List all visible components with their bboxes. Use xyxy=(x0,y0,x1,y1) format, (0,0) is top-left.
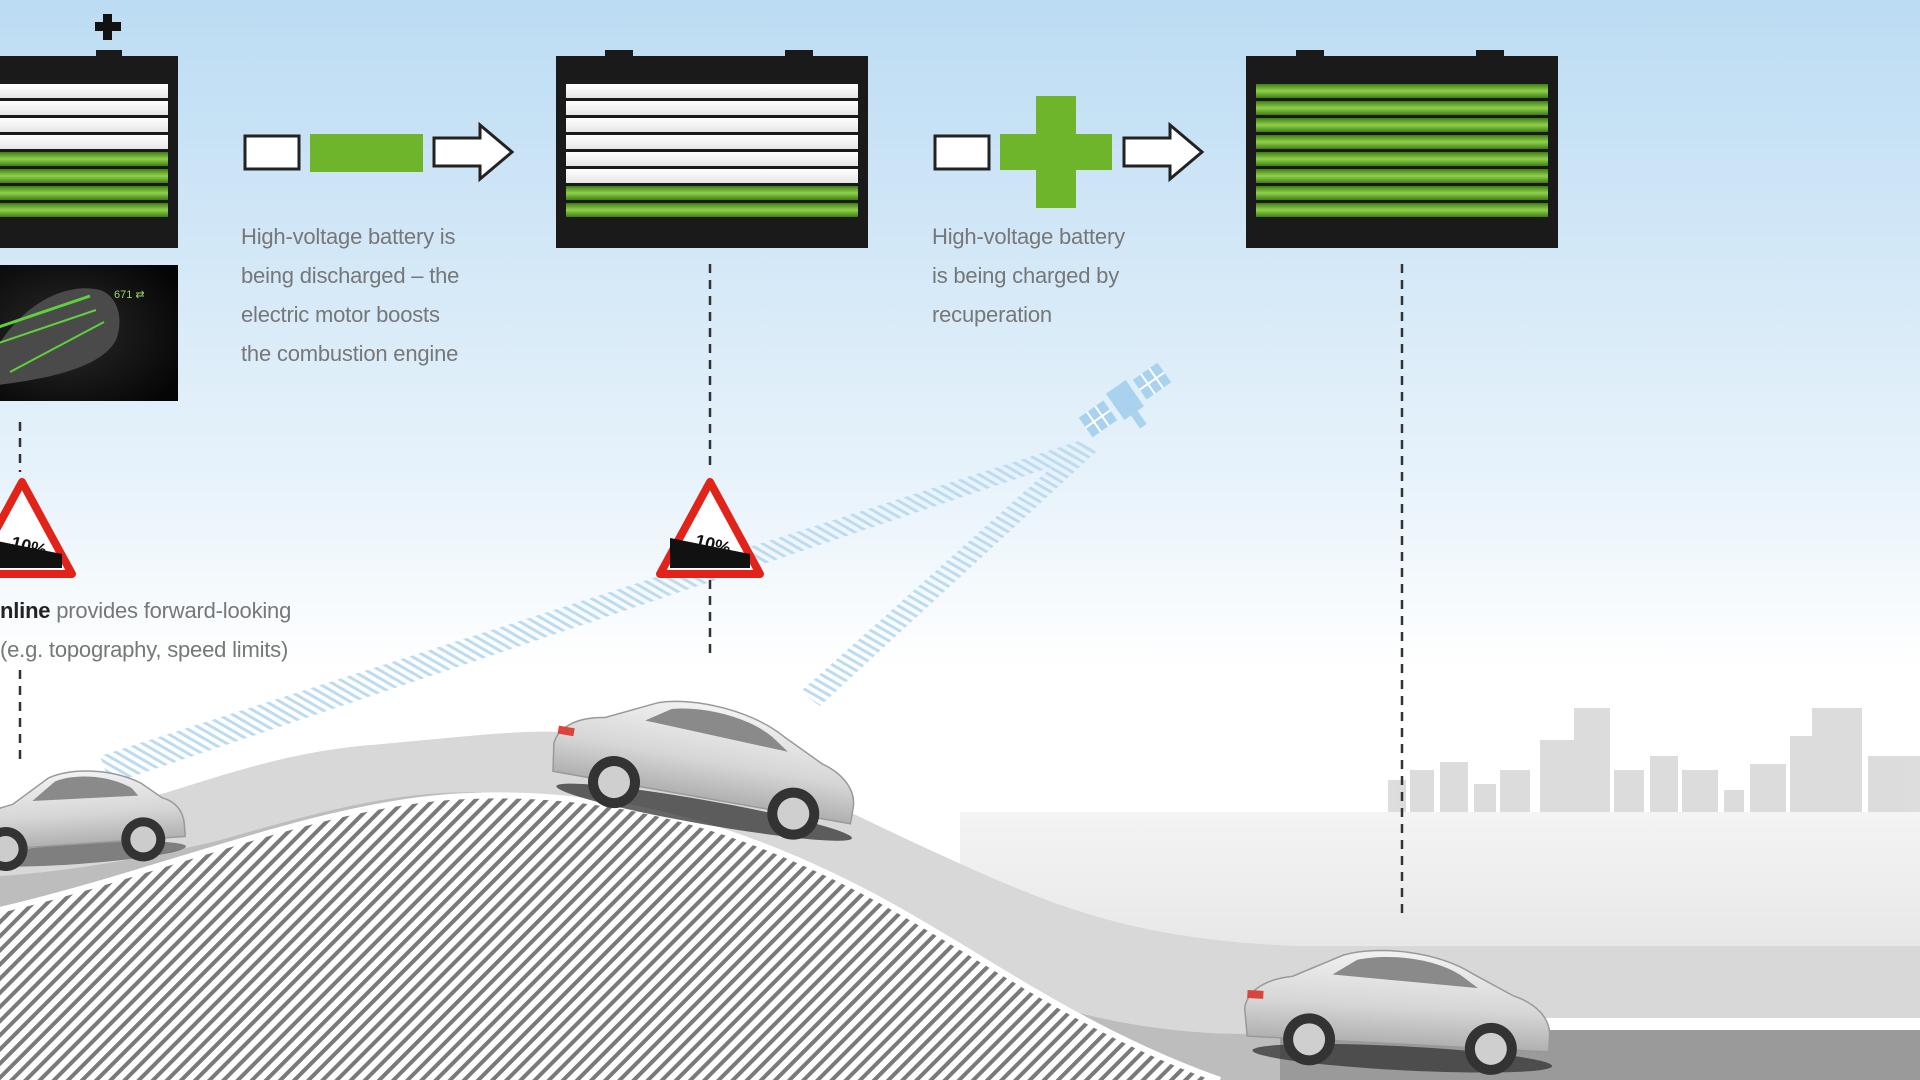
discharge-caption-line: being discharged – the xyxy=(241,263,460,288)
battery-cells-left xyxy=(0,84,168,217)
satellite-beam-right xyxy=(800,440,1096,706)
battery-icon-middle xyxy=(556,50,868,248)
online-caption-line: nline provides forward-looking xyxy=(0,591,291,630)
gradient-warning-sign-icon-left: 10% xyxy=(0,478,76,578)
satellite-icon xyxy=(1078,362,1172,438)
online-caption-bold: nline xyxy=(0,598,51,623)
online-caption-rest: provides forward-looking xyxy=(50,598,292,623)
screen-readout: 671 ⇄ xyxy=(114,289,145,301)
gradient-warning-sign-icon-middle: 10% xyxy=(656,478,764,578)
arrow-right-icon xyxy=(1122,121,1205,183)
satellite-beam-left xyxy=(100,440,1096,784)
car-display-screen: 671 ⇄ xyxy=(0,265,178,401)
hatched-hill xyxy=(0,795,1220,1080)
battery-icon-left xyxy=(0,50,178,248)
battery-icon-right xyxy=(1246,50,1558,248)
charge-caption-line: is being charged by xyxy=(932,263,1119,288)
car-icon-right xyxy=(1243,949,1553,1075)
online-caption: nline provides forward-looking (e.g. top… xyxy=(0,591,291,669)
plus-icon xyxy=(1000,96,1112,208)
dashed-connectors xyxy=(18,264,1404,916)
charge-caption: High-voltage battery is being charged by… xyxy=(932,217,1125,334)
plus-terminal-icon xyxy=(95,14,121,40)
discharge-caption-line: the combustion engine xyxy=(241,341,459,366)
arrow-right-icon xyxy=(432,121,515,183)
charge-flow-icon xyxy=(933,96,1205,208)
charge-caption-line: recuperation xyxy=(932,302,1052,327)
car-icon-left xyxy=(0,770,186,872)
charge-caption-line: High-voltage battery xyxy=(932,224,1125,249)
online-caption-line2: (e.g. topography, speed limits) xyxy=(0,637,289,662)
city-skyline-icon xyxy=(1388,708,1920,820)
discharge-flow-icon xyxy=(243,121,515,183)
discharge-caption-line: electric motor boosts xyxy=(241,302,440,327)
discharge-caption: High-voltage battery is being discharged… xyxy=(241,217,459,373)
discharge-caption-line: High-voltage battery is xyxy=(241,224,456,249)
car-icon-middle xyxy=(552,700,855,841)
